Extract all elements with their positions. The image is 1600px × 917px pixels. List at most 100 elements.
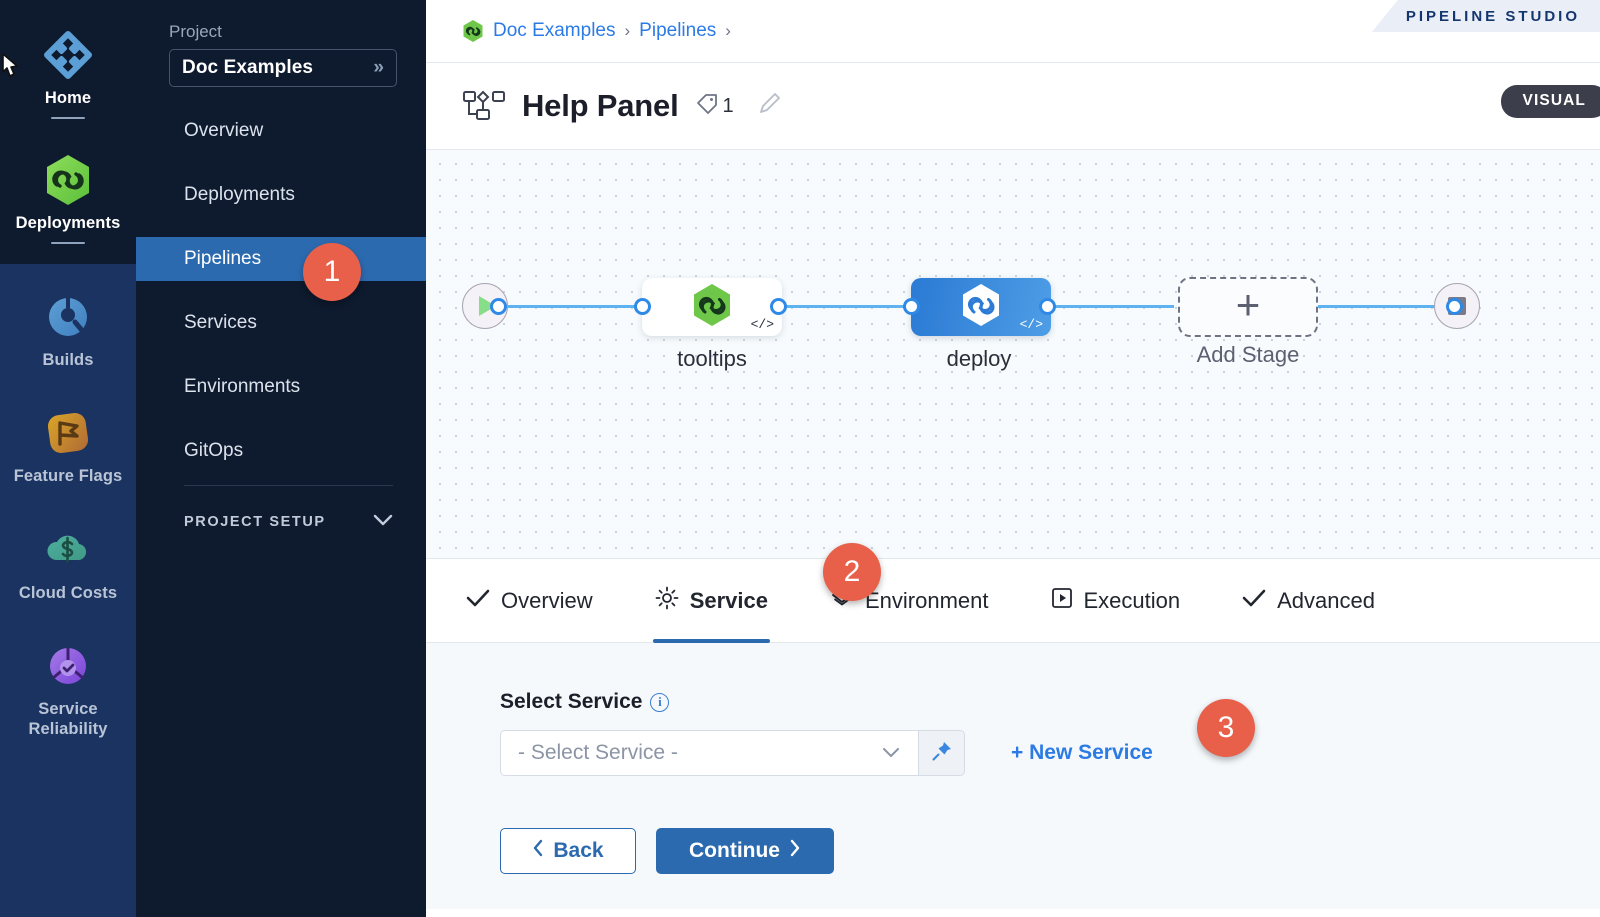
rail-item-deployments[interactable]: Deployments [0, 129, 136, 254]
pencil-icon[interactable] [756, 91, 782, 122]
stage-code-glyph-deploy: </> [1019, 317, 1043, 332]
tab-service[interactable]: Service [652, 559, 771, 643]
ribbon-label: PIPELINE STUDIO [1405, 7, 1580, 25]
project-nav-list: Overview Deployments Pipelines Services … [136, 109, 426, 473]
breadcrumb-separator-trailing: › [725, 21, 731, 40]
sidebar-divider [184, 485, 393, 486]
rail-item-builds[interactable]: Builds [0, 264, 136, 380]
harness-hex-white-icon [960, 282, 1002, 333]
page-title: Help Panel [522, 88, 679, 123]
new-service-link[interactable]: + New Service [1011, 741, 1153, 764]
info-icon[interactable]: i [650, 692, 670, 712]
service-reliability-icon [41, 639, 95, 693]
rail-underline-home [51, 117, 85, 120]
callout-badge-2: 2 [823, 543, 881, 601]
tab-execution[interactable]: Execution [1049, 559, 1183, 643]
select-service-dropdown[interactable]: - Select Service - [500, 730, 919, 776]
pin-icon [931, 740, 953, 767]
stage-node-tooltips[interactable]: </> [642, 278, 782, 336]
cloud-costs-icon [41, 523, 95, 577]
edge-tooltips-to-deploy [778, 305, 928, 308]
service-form: Select Service i - Select Service - [426, 643, 1600, 909]
edge-addstage-to-end [1316, 305, 1454, 308]
project-label: Project [169, 22, 222, 41]
tab-label-environment: Environment [864, 587, 989, 613]
harness-hex-icon [462, 19, 484, 43]
tab-label-execution: Execution [1083, 587, 1181, 613]
port-deploy-in [903, 298, 920, 315]
tag-badge[interactable]: 1 [695, 92, 734, 121]
tag-icon [695, 92, 719, 121]
play-box-icon [1051, 587, 1073, 615]
add-stage-label: Add Stage [1196, 342, 1300, 367]
continue-button[interactable]: Continue [656, 828, 834, 874]
sidebar-label-pipelines: Pipelines [184, 248, 262, 269]
sidebar-item-environments[interactable]: Environments [136, 365, 426, 409]
port-tooltips-out [770, 298, 787, 315]
chevron-down-icon [373, 513, 393, 531]
rail-label-builds: Builds [42, 351, 94, 370]
form-actions: Back Continue [500, 828, 1600, 874]
sidebar-label-overview: Overview [184, 120, 264, 141]
tab-environment[interactable]: Environment [828, 559, 991, 643]
rail-item-home[interactable]: Home [0, 14, 136, 129]
stage-label-tooltips: tooltips [677, 346, 747, 371]
callout-badge-1: 1 [303, 243, 361, 301]
sidebar-item-pipelines[interactable]: Pipelines [136, 237, 426, 281]
rail-active-group: Home Deployments [0, 0, 136, 265]
tab-label-overview: Overview [501, 587, 593, 613]
stage-code-glyph-tooltips: </> [750, 317, 774, 332]
port-start-out [490, 298, 507, 315]
pipeline-nodes-icon [462, 89, 508, 123]
pipeline-header: Help Panel 1 VISUAL [426, 62, 1600, 150]
edge-deploy-to-addstage [1046, 305, 1174, 308]
check-icon [466, 588, 490, 614]
callout-number-3: 3 [1217, 711, 1235, 744]
rail-label-cloud-costs: Cloud Costs [18, 583, 118, 602]
project-selector[interactable]: Doc Examples » [169, 49, 397, 87]
edge-start-to-tooltips [498, 305, 666, 308]
sidebar-label-services: Services [184, 312, 257, 333]
port-tooltips-in [634, 298, 651, 315]
pin-expression-button[interactable] [919, 730, 965, 776]
pipeline-studio-ribbon: PIPELINE STUDIO [1371, 0, 1600, 32]
harness-hex-green-icon [691, 282, 733, 333]
select-service-label: Select Service [500, 690, 643, 713]
breadcrumb-item-pipelines[interactable]: Pipelines [639, 20, 717, 41]
feature-flags-icon [41, 406, 95, 460]
deployments-hex-icon [41, 153, 95, 207]
rail-item-feature-flags[interactable]: Feature Flags [0, 380, 136, 496]
pipeline-canvas[interactable]: </> tooltips </> deploy + [426, 150, 1600, 559]
select-service-value: - Select Service - [518, 741, 678, 764]
back-button[interactable]: Back [500, 828, 636, 874]
rail-item-cloud-costs[interactable]: Cloud Costs [0, 497, 136, 613]
stage-node-deploy[interactable]: </> [911, 278, 1051, 336]
port-end-in [1446, 298, 1463, 315]
rail-underline-deployments [51, 242, 85, 245]
add-stage-button[interactable]: + [1178, 277, 1318, 337]
tab-overview[interactable]: Overview [464, 559, 595, 643]
home-modules-icon [41, 28, 95, 82]
sidebar-item-overview[interactable]: Overview [136, 109, 426, 153]
chevron-right-icon [789, 839, 801, 863]
sidebar-item-project-setup[interactable]: PROJECT SETUP [136, 513, 426, 531]
callout-number-1: 1 [323, 255, 341, 288]
stage-label-deploy: deploy [946, 346, 1012, 371]
sidebar-item-services[interactable]: Services [136, 301, 426, 345]
plus-icon: + [1235, 281, 1261, 328]
sidebar-item-gitops[interactable]: GitOps [136, 429, 426, 473]
tab-advanced[interactable]: Advanced [1240, 559, 1377, 643]
sidebar-item-deployments[interactable]: Deployments [136, 173, 426, 217]
sidebar-label-gitops: GitOps [184, 440, 244, 461]
mouse-cursor [0, 52, 30, 91]
gear-icon [655, 586, 679, 616]
breadcrumb-item-doc-examples[interactable]: Doc Examples [493, 20, 616, 41]
check-icon [1242, 588, 1266, 614]
back-button-label: Back [553, 839, 604, 862]
builds-icon [41, 290, 95, 344]
mode-badge-visual[interactable]: VISUAL [1500, 85, 1600, 118]
step-tabs: Overview Service [426, 559, 1600, 643]
port-deploy-out [1039, 298, 1056, 315]
